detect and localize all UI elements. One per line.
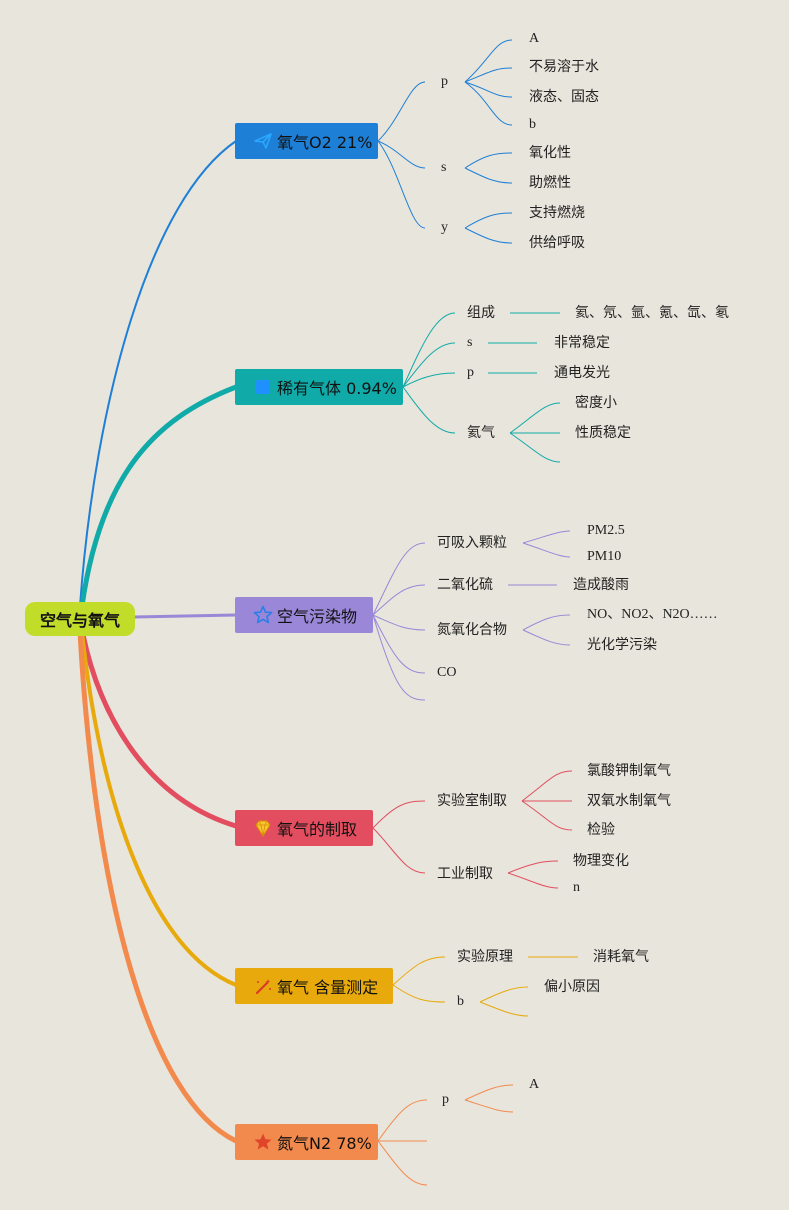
star-outline-icon [253, 605, 273, 625]
rare-gas-helium-child[interactable]: 密度小 [575, 395, 617, 411]
oxygen-p-node[interactable]: p [441, 74, 448, 89]
measurement-b-node[interactable]: b [457, 994, 464, 1009]
connector-root-measurement [80, 630, 238, 987]
oxygen-p-child[interactable]: A [529, 31, 540, 46]
branch-nitrogen-label: 氮气N2 78% [277, 1134, 372, 1153]
preparation-industry-node[interactable]: 工业制取 [437, 866, 493, 882]
pollutant-co-node[interactable]: CO [437, 665, 457, 680]
oxygen-s-child[interactable]: 氧化性 [529, 145, 571, 161]
branch-oxygen-label: 氧气O2 21% [277, 133, 373, 152]
pollutant-so2-value[interactable]: 造成酸雨 [573, 577, 629, 593]
paper-plane-icon [253, 131, 273, 151]
preparation-industry-child[interactable]: n [573, 880, 580, 895]
nitrogen-p-child[interactable]: A [529, 1077, 540, 1092]
connector-root-oxygen [79, 140, 237, 607]
branch-measurement-label: 氧气 含量测定 [277, 978, 379, 997]
measurement-principle-value[interactable]: 消耗氧气 [593, 949, 649, 965]
branch-rare-gas-label: 稀有气体 0.94% [277, 379, 397, 398]
oxygen-s-node[interactable]: s [441, 160, 447, 175]
square-icon [253, 377, 273, 397]
pollutant-nox-child[interactable]: 光化学污染 [587, 637, 657, 653]
pollutant-particles-child[interactable]: PM10 [587, 549, 622, 564]
preparation-lab-node[interactable]: 实验室制取 [437, 793, 507, 809]
preparation-industry-child[interactable]: 物理变化 [573, 853, 629, 869]
magic-wand-icon [253, 976, 273, 996]
preparation-lab-child[interactable]: 检验 [587, 822, 615, 838]
branch-preparation[interactable]: 氧气的制取 [235, 810, 373, 846]
preparation-lab-child[interactable]: 氯酸钾制氧气 [587, 763, 671, 779]
rare-gas-helium-child[interactable]: 性质稳定 [575, 425, 631, 441]
branch-oxygen[interactable]: 氧气O2 21% [235, 123, 378, 159]
branch-preparation-label: 氧气的制取 [277, 820, 358, 839]
nitrogen-p-node[interactable]: p [442, 1092, 449, 1107]
branch-nitrogen[interactable]: 氮气N2 78% [235, 1124, 378, 1160]
oxygen-y-child[interactable]: 供给呼吸 [529, 235, 585, 251]
connector-root-rare [79, 384, 239, 609]
connector-root-nitrogen [77, 629, 239, 1144]
root-topic[interactable]: 空气与氧气 [25, 602, 135, 636]
rare-gas-composition-value[interactable]: 氦、氖、氩、氪、氙、氡 [575, 305, 729, 321]
oxygen-y-node[interactable]: y [441, 220, 448, 235]
branch-pollutants[interactable]: 空气污染物 [235, 597, 373, 633]
rare-gas-helium-node[interactable]: 氦气 [467, 425, 495, 441]
measurement-b-child[interactable]: 偏小原因 [544, 979, 600, 995]
preparation-lab-child[interactable]: 双氧水制氧气 [587, 793, 671, 809]
oxygen-p-child[interactable]: 液态、固态 [529, 89, 599, 105]
rare-gas-p-node[interactable]: p [467, 365, 474, 380]
oxygen-s-child[interactable]: 助燃性 [529, 175, 571, 191]
oxygen-y-child[interactable]: 支持燃烧 [529, 205, 585, 221]
pollutant-so2-node[interactable]: 二氧化硫 [437, 577, 493, 593]
rare-gas-s-node[interactable]: s [467, 335, 473, 350]
rare-gas-p-value[interactable]: 通电发光 [554, 365, 610, 381]
branch-measurement[interactable]: 氧气 含量测定 [235, 968, 393, 1004]
oxygen-p-child[interactable]: 不易溶于水 [529, 59, 599, 75]
measurement-principle-node[interactable]: 实验原理 [457, 949, 513, 965]
branch-rare-gas[interactable]: 稀有气体 0.94% [235, 369, 403, 405]
pollutant-particles-child[interactable]: PM2.5 [587, 523, 625, 538]
rare-gas-composition-node[interactable]: 组成 [467, 305, 495, 321]
pollutant-nox-child[interactable]: NO、NO2、N2O…… [587, 607, 718, 622]
star-filled-icon [253, 1132, 273, 1152]
oxygen-p-child[interactable]: b [529, 117, 536, 132]
pollutant-particles-node[interactable]: 可吸入颗粒 [437, 535, 507, 551]
rare-gas-s-value[interactable]: 非常稳定 [554, 335, 610, 351]
branch-pollutants-label: 空气污染物 [277, 607, 358, 626]
root-label: 空气与氧气 [39, 611, 120, 630]
pollutant-nox-node[interactable]: 氮氧化合物 [437, 622, 507, 638]
gem-icon [253, 818, 273, 838]
connector-root-preparation [79, 627, 239, 829]
connector-root-pollutants [132, 613, 238, 619]
